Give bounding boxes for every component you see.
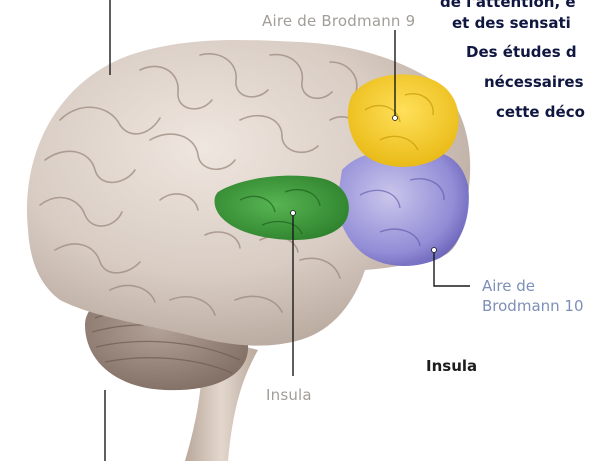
body-text-line-1: de l'attention, e bbox=[440, 0, 576, 13]
label-brodmann-10-line-1: Aire de bbox=[482, 277, 535, 296]
brodmann-10-pointer-dot bbox=[432, 248, 437, 253]
insula-pointer-dot bbox=[291, 211, 296, 216]
label-brodmann-10-line-2: Brodmann 10 bbox=[482, 297, 584, 316]
body-text-line-4: nécessaires bbox=[484, 72, 584, 93]
label-insula-dark: Insula bbox=[426, 357, 477, 375]
label-brodmann-9: Aire de Brodmann 9 bbox=[262, 12, 415, 30]
brodmann-9-area bbox=[348, 74, 459, 167]
body-text-line-3: Des études d bbox=[466, 42, 577, 63]
body-text-line-5: cette déco bbox=[496, 102, 585, 123]
label-insula-gray: Insula bbox=[266, 386, 312, 404]
body-text-line-2: et des sensati bbox=[452, 13, 571, 34]
brodmann-9-pointer-dot bbox=[393, 116, 398, 121]
